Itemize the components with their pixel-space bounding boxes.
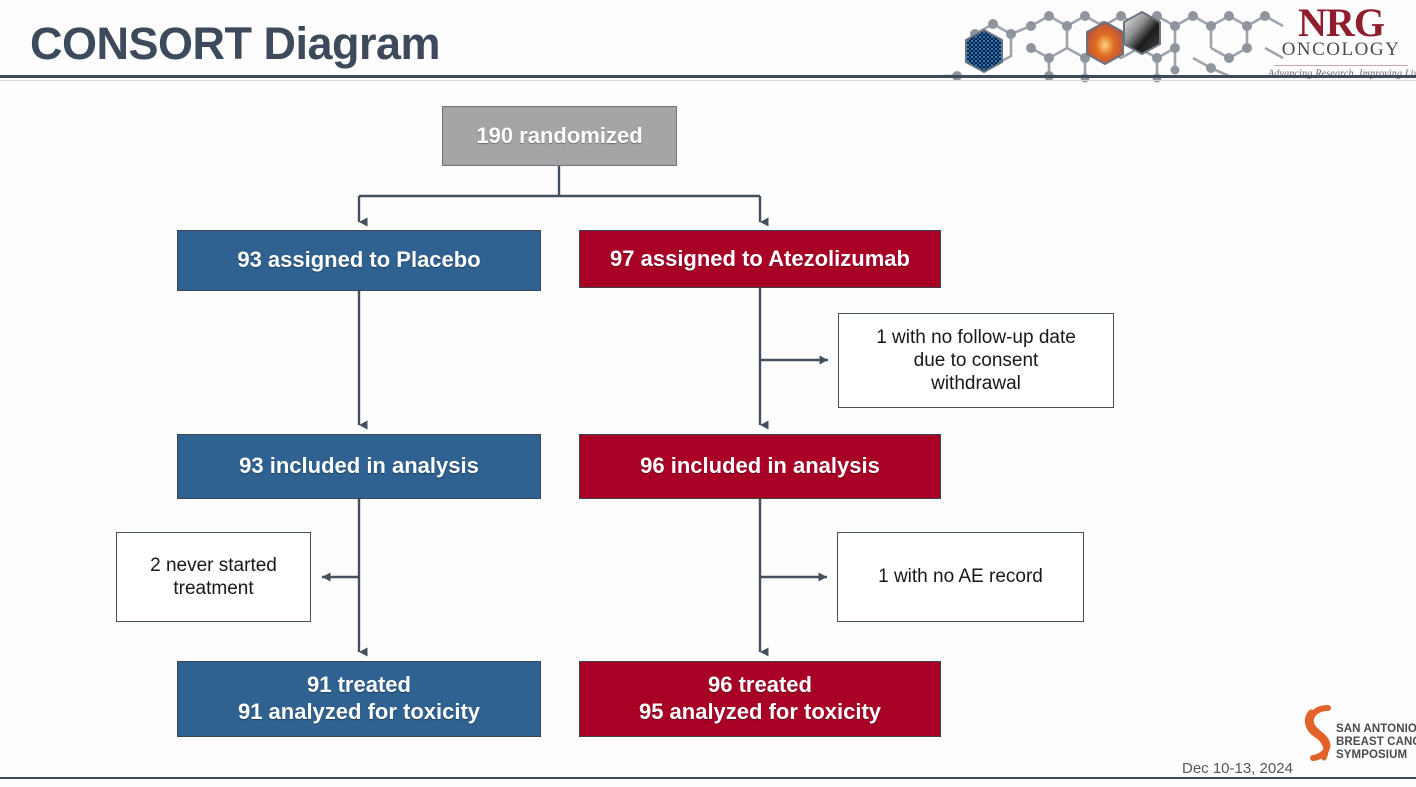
sabcs-line-2: BREAST CANCER: [1336, 735, 1416, 748]
node-no-followup-label: 1 with no follow-up date due to consent …: [839, 326, 1113, 396]
node-treated-placebo-line-1: 91 treated: [307, 672, 411, 698]
nrg-logo-wordmark: NRG: [1298, 0, 1385, 45]
sabcs-line-1: SAN ANTONIO: [1336, 723, 1416, 735]
node-no-ae-record-label: 1 with no AE record: [878, 566, 1043, 588]
header-divider-rule-secondary: [0, 80, 1416, 81]
node-assigned-atezolizumab[interactable]: 97 assigned to Atezolizumab: [579, 230, 941, 288]
node-assigned-atezolizumab-label: 97 assigned to Atezolizumab: [610, 245, 910, 271]
node-included-placebo-label: 93 included in analysis: [239, 453, 479, 479]
node-treated-atezolizumab-line-2: 95 analyzed for toxicity: [638, 699, 882, 724]
node-no-followup-line-3: withdrawal: [931, 373, 1021, 395]
node-no-followup-line-1: 1 with no follow-up date: [876, 326, 1076, 348]
nrg-oncology-logo: NRG ONCOLOGY Advancing Research. Improvi…: [1268, 0, 1416, 80]
sabcs-ribbon-icon: [1304, 705, 1331, 761]
node-treated-atezolizumab-label: 96 treated 95 analyzed for toxicity: [580, 672, 940, 726]
node-included-atezolizumab-label: 96 included in analysis: [640, 453, 880, 479]
node-included-placebo[interactable]: 93 included in analysis: [177, 434, 541, 499]
node-assigned-placebo-label: 93 assigned to Placebo: [237, 247, 481, 273]
node-treated-placebo-line-2: 91 analyzed for toxicity: [237, 699, 481, 724]
sabcs-logo: SAN ANTONIO BREAST CANCER SYMPOSIUM: [1298, 704, 1416, 774]
nrg-logo-divider: [1274, 64, 1408, 66]
nrg-tagline-text: Advancing Research. Improving Lives.: [1268, 68, 1416, 80]
page-title: CONSORT Diagram: [30, 18, 441, 69]
footer-date: Dec 10-13, 2024: [1182, 760, 1293, 777]
node-never-started[interactable]: 2 never started treatment: [116, 532, 311, 622]
sabcs-logo-text: SAN ANTONIO BREAST CANCER SYMPOSIUM: [1336, 723, 1416, 762]
node-never-started-line-2: treatment: [173, 578, 254, 599]
node-never-started-line-1: 2 never started: [150, 554, 277, 576]
node-no-ae-record[interactable]: 1 with no AE record: [837, 532, 1084, 622]
node-no-followup-line-2: due to consent: [913, 349, 1039, 371]
node-randomized-label: 190 randomized: [476, 122, 643, 148]
nrg-logo-tagline: Advancing Research. Improving Lives.TM: [1268, 68, 1416, 80]
node-treated-placebo-label: 91 treated 91 analyzed for toxicity: [178, 672, 540, 726]
node-no-followup[interactable]: 1 with no follow-up date due to consent …: [838, 313, 1114, 408]
node-never-started-label: 2 never started treatment: [117, 554, 310, 600]
node-included-atezolizumab[interactable]: 96 included in analysis: [579, 434, 941, 499]
node-randomized[interactable]: 190 randomized: [442, 106, 677, 166]
node-treated-atezolizumab[interactable]: 96 treated 95 analyzed for toxicity: [579, 661, 941, 737]
sabcs-line-3: SYMPOSIUM: [1336, 748, 1408, 761]
header-divider-rule: [0, 75, 1416, 78]
nrg-logo-subname: ONCOLOGY: [1281, 39, 1401, 60]
node-assigned-placebo[interactable]: 93 assigned to Placebo: [177, 230, 541, 291]
node-treated-atezolizumab-line-1: 96 treated: [708, 672, 812, 698]
node-treated-placebo[interactable]: 91 treated 91 analyzed for toxicity: [177, 661, 541, 737]
footer-divider-rule: [0, 777, 1416, 779]
